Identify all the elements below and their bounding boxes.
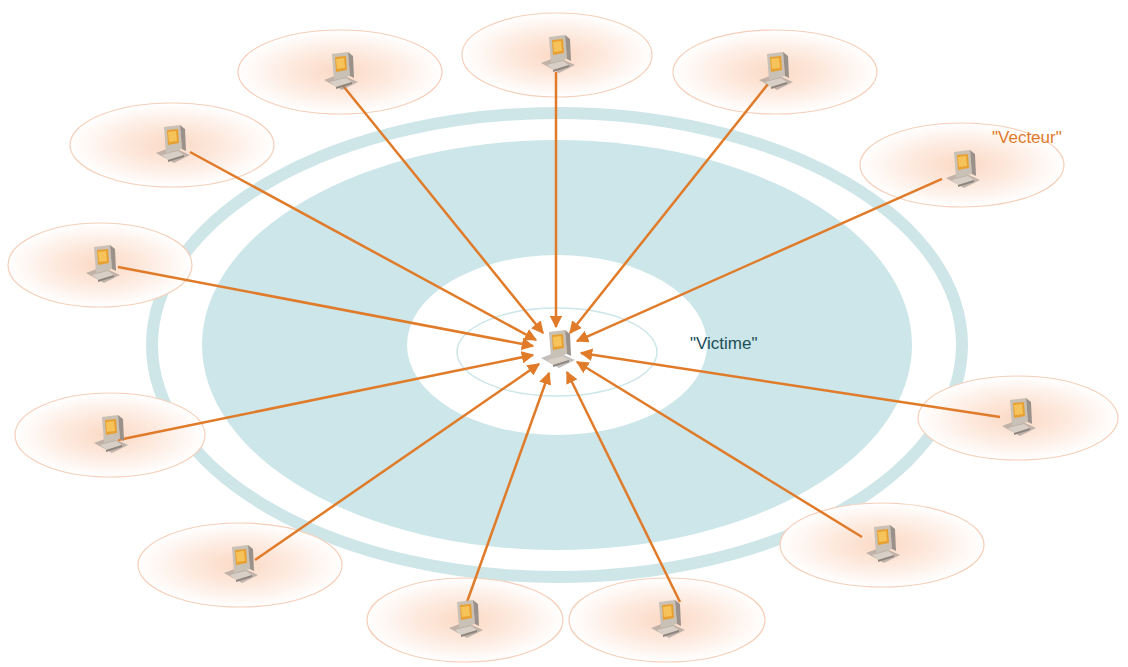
node-label: "Victime" — [690, 334, 758, 354]
computer-icon — [942, 148, 982, 192]
attack-arrow — [577, 179, 942, 341]
node-label: "Vecteur" — [992, 128, 1062, 148]
victim-computer: "Victime" — [537, 328, 577, 372]
computer-icon — [537, 328, 577, 372]
vector-computer: "Vecteur" — [942, 148, 982, 192]
